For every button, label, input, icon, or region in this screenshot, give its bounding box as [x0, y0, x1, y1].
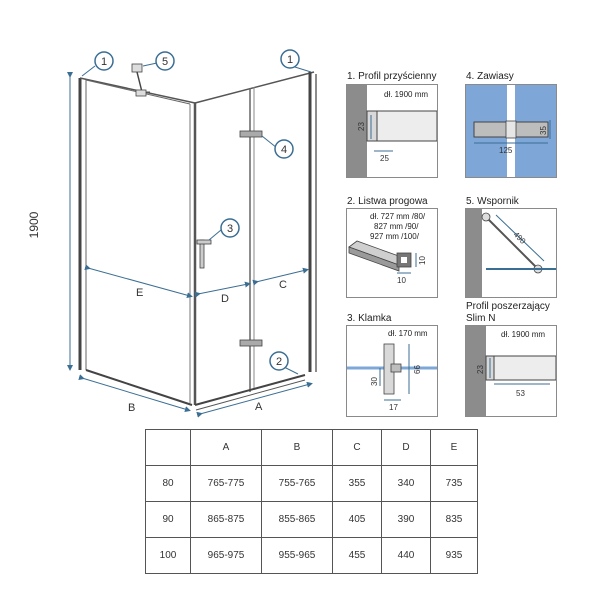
hinge-upper: [239, 130, 263, 138]
table-cell: 935: [430, 537, 478, 574]
callout-4: 4: [274, 139, 294, 159]
panel-2-title: 2. Listwa progowa: [347, 196, 428, 207]
panel-2-dim-b: 10: [397, 276, 406, 285]
right-wall-profile: [308, 72, 317, 372]
table-cell: 100: [145, 537, 191, 574]
corner-post: [189, 103, 197, 405]
callout-4-label: 4: [281, 144, 287, 156]
top-frame: [79, 71, 315, 104]
callout-1-left-label: 1: [101, 56, 107, 68]
panel-5-title: 5. Wspornik: [466, 196, 519, 207]
panel-4-hinges: 125 35: [465, 84, 557, 178]
callout-5: 5: [155, 51, 175, 71]
table-cell: 80: [145, 465, 191, 502]
callout-1-left: 1: [94, 51, 114, 71]
panel-4-dim-a: 125: [499, 146, 513, 155]
callout-2-label: 2: [276, 356, 282, 368]
table-cell: 90: [145, 501, 191, 538]
hinge-lower: [239, 339, 263, 347]
callout-3: 3: [220, 218, 240, 238]
table-header-cell: A: [190, 429, 262, 466]
table-cell: 765-775: [190, 465, 262, 502]
table-cell: 390: [381, 501, 431, 538]
panel-6-title-1: Profil poszerzający: [466, 301, 550, 312]
panel-2-note-3: 927 mm /100/: [367, 231, 422, 243]
panel-1-dim-a: 23: [357, 122, 366, 131]
table-header-cell: B: [261, 429, 333, 466]
panel-2-note-2: 827 mm /90/: [371, 221, 422, 233]
panel-1-dim-b: 25: [380, 154, 389, 163]
table-cell: 440: [381, 537, 431, 574]
panel-2-threshold: 10 10 dł. 727 mm /80/ 827 mm /90/ 927 mm…: [346, 208, 438, 298]
dimensions-table: A B C D E 80 765-775 755-765 355 340 735…: [145, 429, 478, 574]
dim-label-B: B: [128, 402, 135, 414]
dim-label-C: C: [279, 279, 287, 291]
panel-4-title: 4. Zawiasy: [466, 71, 514, 82]
panel-3-handle: 30 66 17 dł. 170 mm: [346, 325, 438, 417]
panel-1-note: dł. 1900 mm: [381, 89, 432, 101]
table-header-cell: D: [381, 429, 431, 466]
panel-2-note-1: dł. 727 mm /80/: [367, 211, 429, 223]
callout-1-right: 1: [280, 49, 300, 69]
table-cell: 340: [381, 465, 431, 502]
table-row: 90 865-875 855-865 405 390 835: [145, 501, 478, 538]
table-cell: 865-875: [190, 501, 262, 538]
shower-cabin-drawing: 1900 E D C B A 1 5 1 4 3 2: [27, 49, 317, 418]
callout-5-label: 5: [162, 56, 168, 68]
height-label: 1900: [27, 211, 41, 238]
panel-6-dim-a: 23: [476, 365, 485, 374]
panel-6-dim-b: 53: [516, 389, 525, 398]
table-cell: 855-865: [261, 501, 333, 538]
panel-2-dim-a: 10: [418, 256, 427, 265]
table-cell: 965-975: [190, 537, 262, 574]
callout-leaders: [81, 62, 312, 375]
panel-3-dim-b: 66: [413, 365, 422, 374]
panel-3-dim-a: 30: [370, 377, 379, 386]
panel-1-wall-profile: 23 25 dł. 1900 mm: [346, 84, 438, 178]
dim-label-D: D: [221, 293, 229, 305]
panel-3-note: dł. 170 mm: [385, 328, 431, 340]
callout-1-right-label: 1: [287, 54, 293, 66]
table-header-cell: E: [430, 429, 478, 466]
table-row: 100 965-975 955-965 455 440 935: [145, 537, 478, 574]
panel-4-dim-b: 35: [539, 126, 548, 135]
panel-6-title-2: Slim N: [466, 313, 496, 324]
table-cell: 835: [430, 501, 478, 538]
callout-3-label: 3: [227, 223, 233, 235]
table-cell: 355: [332, 465, 382, 502]
dim-label-A: A: [255, 401, 263, 413]
left-wall-profile: [78, 78, 87, 370]
table-header-cell: [145, 429, 191, 466]
table-row: 80 765-775 755-765 355 340 735: [145, 465, 478, 502]
table-cell: 735: [430, 465, 478, 502]
table-cell: 405: [332, 501, 382, 538]
table-cell: 955-965: [261, 537, 333, 574]
table-header-row: A B C D E: [145, 429, 478, 466]
panel-6-extension-profile: 23 53 dł. 1900 mm: [465, 325, 557, 417]
table-cell: 755-765: [261, 465, 333, 502]
panel-3-dim-c: 17: [389, 403, 398, 412]
table-cell: 455: [332, 537, 382, 574]
callout-2: 2: [269, 351, 289, 371]
support-bracket: [131, 63, 147, 97]
handle: [196, 239, 212, 269]
panel-6-note: dł. 1900 mm: [498, 329, 549, 341]
dim-label-E: E: [136, 287, 143, 299]
width-dimensions: [78, 264, 313, 418]
panel-1-title: 1. Profil przyścienny: [347, 71, 437, 82]
panel-5-bracket: 490: [465, 208, 557, 298]
panel-3-title: 3. Klamka: [347, 313, 392, 324]
side-glass-panel: [85, 79, 193, 406]
table-header-cell: C: [332, 429, 382, 466]
